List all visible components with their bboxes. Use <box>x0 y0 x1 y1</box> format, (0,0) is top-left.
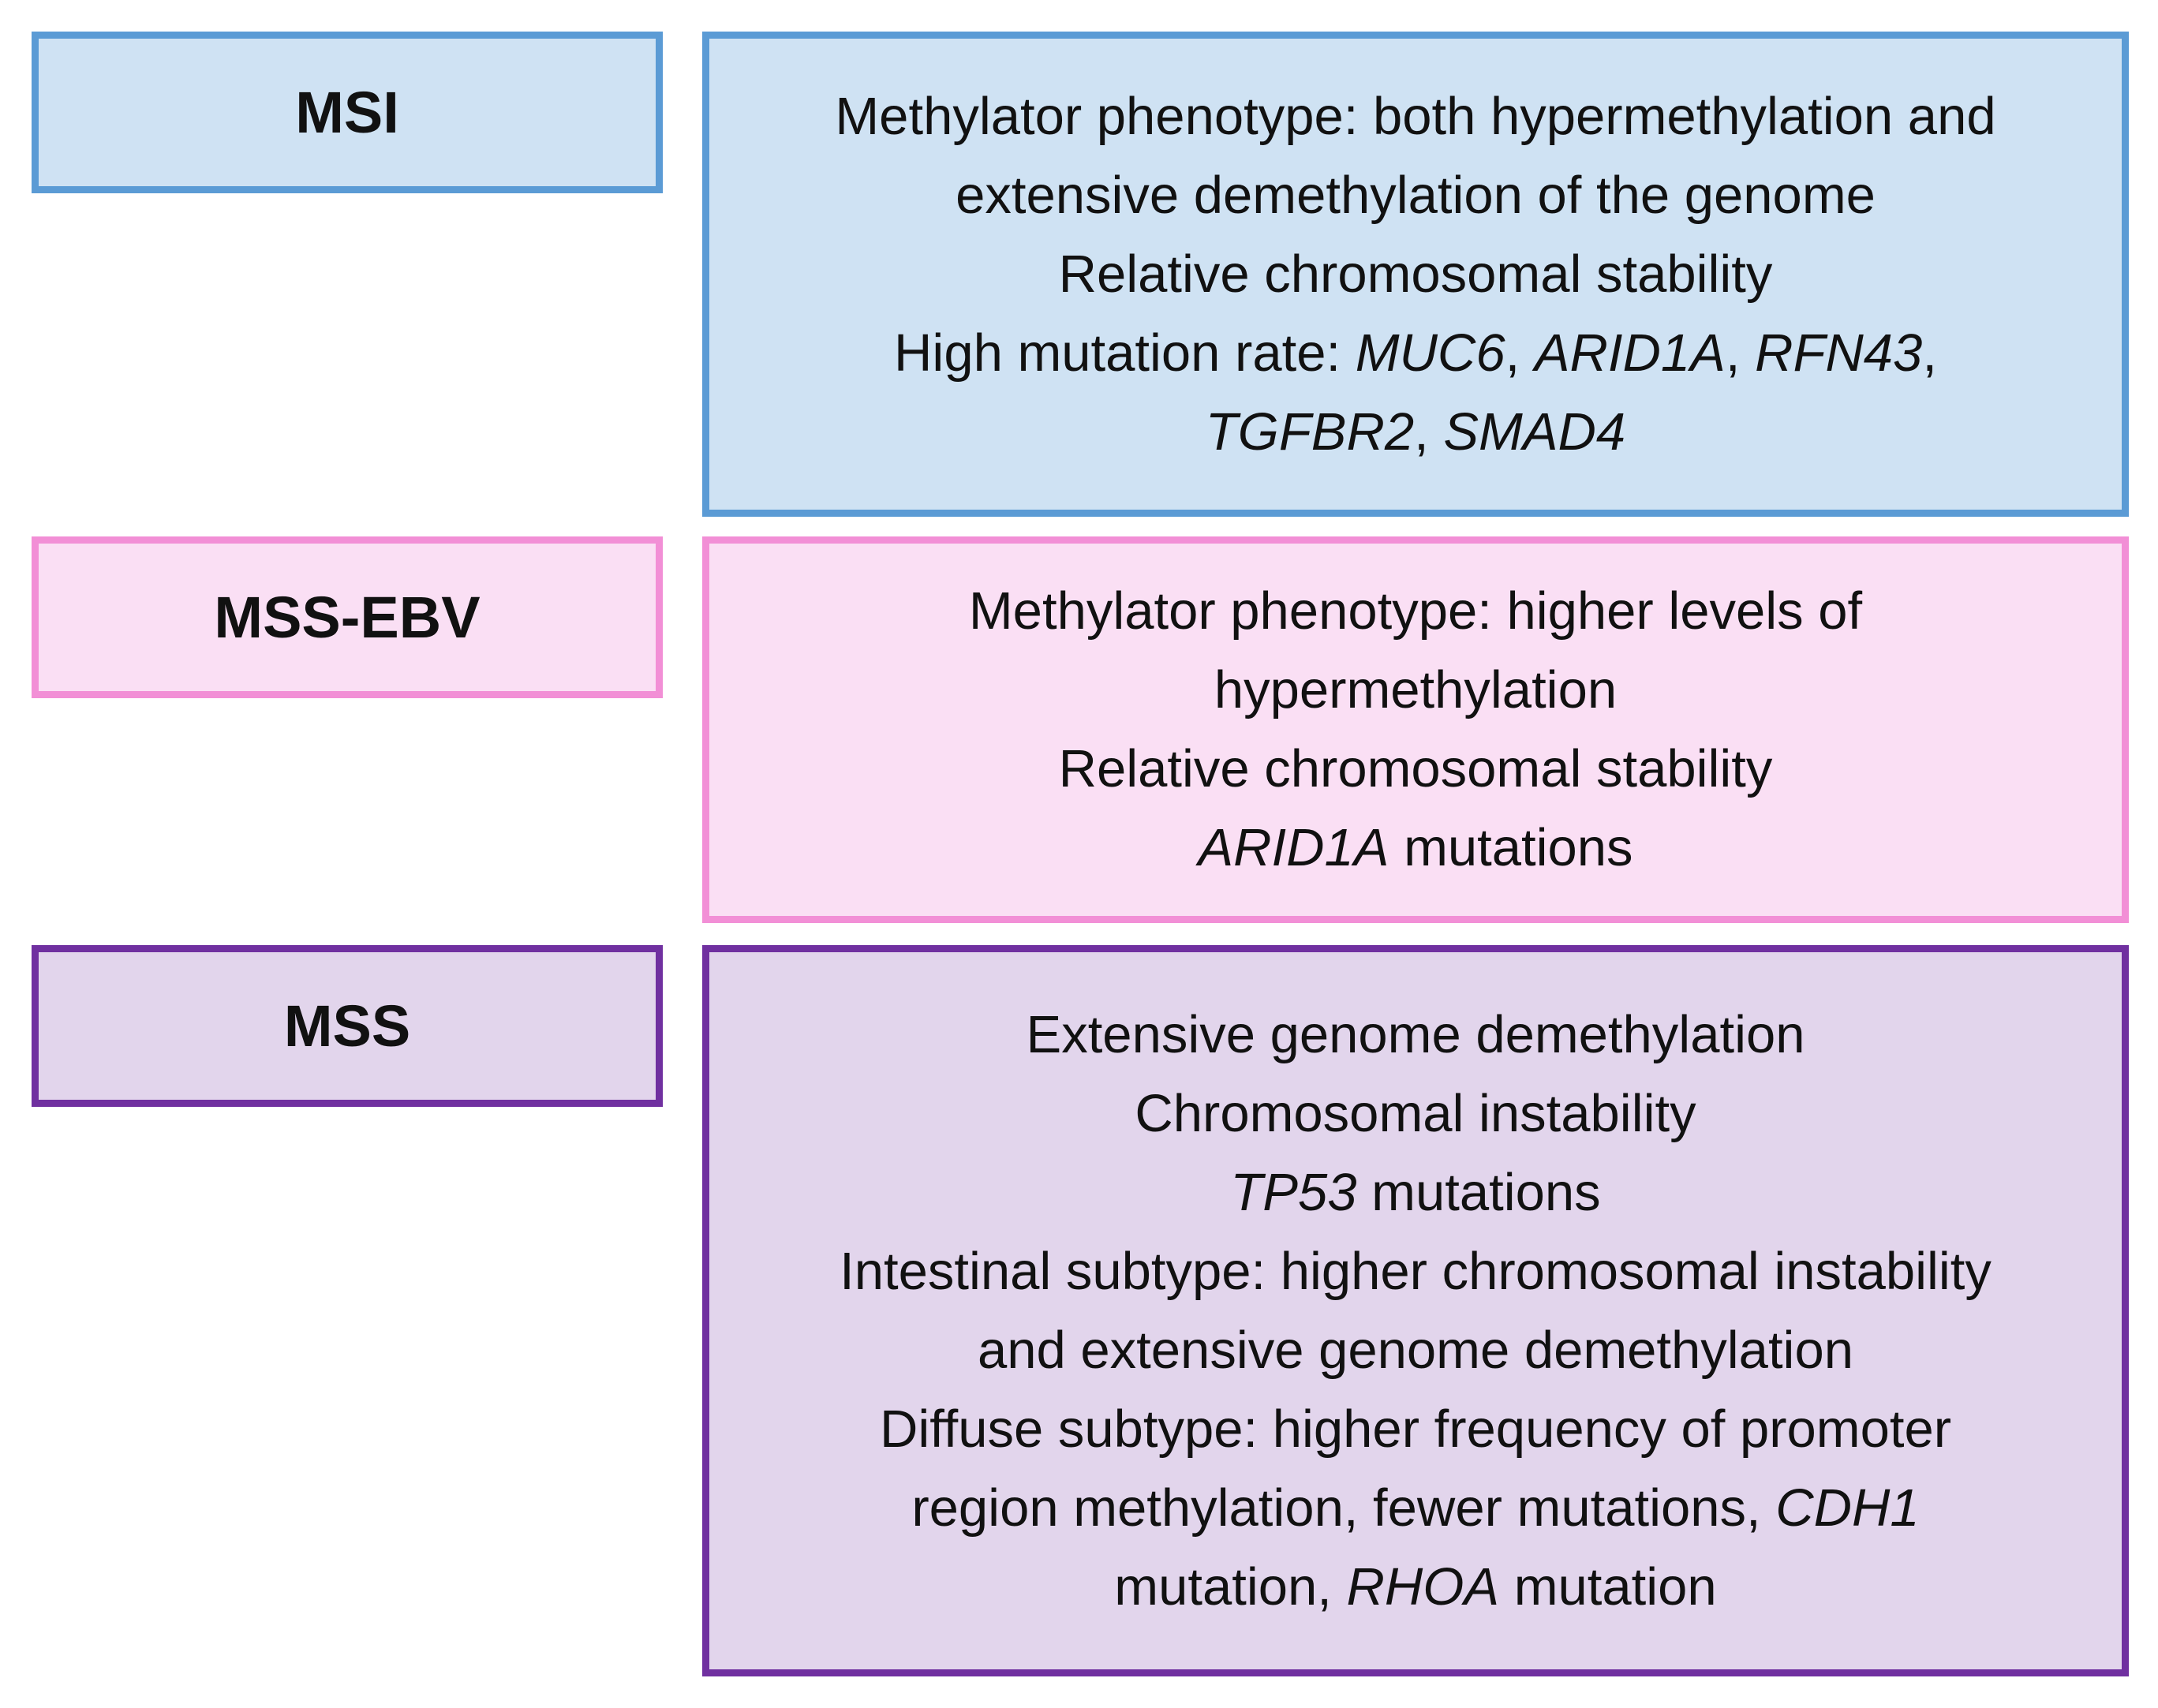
mss-line-7: region methylation, fewer mutations, CDH… <box>911 1469 1919 1548</box>
mss-line-4: Intestinal subtype: higher chromosomal i… <box>840 1241 1992 1301</box>
mss-line-2: Chromosomal instability <box>1135 1083 1696 1143</box>
mss-ebv-label-box: MSS-EBV <box>32 536 663 698</box>
msi-line-3: Relative chromosomal stability <box>1058 244 1773 304</box>
ebv-line-2: hypermethylation <box>1214 660 1618 719</box>
separator: , <box>1505 323 1535 383</box>
mss-line-3: TP53 mutations <box>1230 1153 1600 1232</box>
mss-mutation-text: mutation, <box>1114 1557 1347 1616</box>
ebv-line-4: ARID1A mutations <box>1198 809 1633 888</box>
gene-tp53: TP53 <box>1230 1162 1357 1222</box>
gene-arid1a: ARID1A <box>1198 818 1389 877</box>
ebv-line-1: Methylator phenotype: higher levels of <box>968 581 1863 641</box>
msi-label: MSI <box>295 80 399 145</box>
mss-label-box: MSS <box>32 945 663 1107</box>
gene-muc6: MUC6 <box>1355 323 1505 383</box>
ebv-mutations-text: mutations <box>1389 818 1633 877</box>
separator: , <box>1725 323 1756 383</box>
gene-smad4: SMAD4 <box>1443 402 1626 462</box>
mss-line-6: Diffuse subtype: higher frequency of pro… <box>879 1399 1952 1459</box>
ebv-line-3: Relative chromosomal stability <box>1058 739 1773 798</box>
mss-line-1: Extensive genome demethylation <box>1026 1004 1805 1064</box>
gene-rfn43: RFN43 <box>1755 323 1923 383</box>
gene-rhoa: RHOA <box>1346 1557 1500 1616</box>
mss-ebv-label: MSS-EBV <box>214 585 481 650</box>
mss-label: MSS <box>283 993 411 1059</box>
mss-line-5: and extensive genome demethylation <box>978 1320 1853 1380</box>
mss-mutations-text: mutations <box>1356 1162 1601 1222</box>
msi-line-1: Methylator phenotype: both hypermethylat… <box>835 86 1996 146</box>
mss-ebv-description-box: Methylator phenotype: higher levels of h… <box>702 536 2129 923</box>
mss-mutation-end-text: mutation <box>1499 1557 1717 1616</box>
msi-line-4: High mutation rate: MUC6, ARID1A, RFN43, <box>894 314 1937 393</box>
msi-line-2: extensive demethylation of the genome <box>956 165 1876 225</box>
gene-tgfbr2: TGFBR2 <box>1205 402 1415 462</box>
msi-mutation-rate-text: High mutation rate: <box>894 323 1356 383</box>
separator: , <box>1922 323 1937 383</box>
msi-description-box: Methylator phenotype: both hypermethylat… <box>702 32 2129 517</box>
msi-label-box: MSI <box>32 32 663 193</box>
separator: , <box>1414 402 1444 462</box>
mss-region-text: region methylation, fewer mutations, <box>911 1478 1776 1538</box>
gene-arid1a: ARID1A <box>1534 323 1726 383</box>
gene-cdh1: CDH1 <box>1775 1478 1920 1538</box>
mss-description-box: Extensive genome demethylation Chromosom… <box>702 945 2129 1676</box>
mss-line-8: mutation, RHOA mutation <box>1114 1548 1716 1627</box>
msi-line-5: TGFBR2, SMAD4 <box>1206 393 1625 472</box>
